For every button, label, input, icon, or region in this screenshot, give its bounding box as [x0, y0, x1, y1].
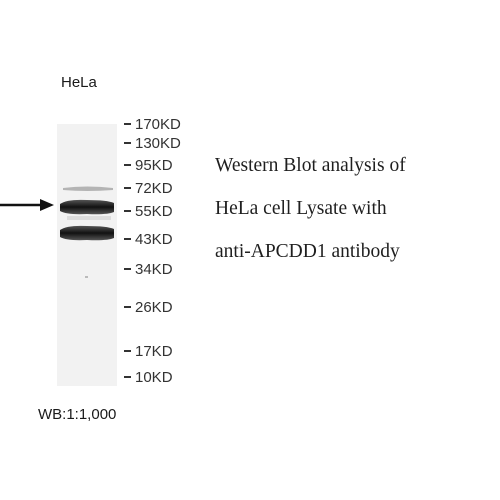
blot-description: Western Blot analysis of HeLa cell Lysat…: [215, 154, 406, 283]
marker-tick: [124, 238, 131, 240]
marker-tick: [124, 142, 131, 144]
marker-130kd: 130KD: [124, 135, 181, 153]
band-upper: [60, 199, 114, 215]
marker-170kd: 170KD: [124, 116, 181, 134]
marker-tick: [124, 306, 131, 308]
marker-55kd: 55KD: [124, 203, 173, 221]
blot-membrane: [57, 124, 117, 386]
band-arrow-icon: [0, 199, 54, 211]
marker-10kd: 10KD: [124, 369, 173, 387]
antibody-dilution: WB:1:1,000: [38, 406, 117, 423]
description-line-3: anti-APCDD1 antibody: [215, 241, 400, 262]
marker-34kd: 34KD: [124, 261, 173, 279]
faint-band: [63, 186, 113, 191]
marker-tick: [124, 376, 131, 378]
description-line-2: HeLa cell Lysate with: [215, 198, 387, 219]
marker-tick: [124, 210, 131, 212]
marker-95kd: 95KD: [124, 157, 173, 175]
marker-tick: [124, 164, 131, 166]
membrane-background: [57, 124, 117, 386]
description-line-1: Western Blot analysis of: [215, 155, 406, 176]
marker-72kd: 72KD: [124, 180, 173, 198]
band-lower: [60, 225, 114, 241]
marker-43kd: 43KD: [124, 231, 173, 249]
marker-26kd: 26KD: [124, 299, 173, 317]
marker-tick: [124, 350, 131, 352]
marker-tick: [124, 268, 131, 270]
marker-tick: [124, 123, 131, 125]
marker-17kd: 17KD: [124, 343, 173, 361]
marker-tick: [124, 187, 131, 189]
lane-label: HeLa: [61, 74, 97, 91]
